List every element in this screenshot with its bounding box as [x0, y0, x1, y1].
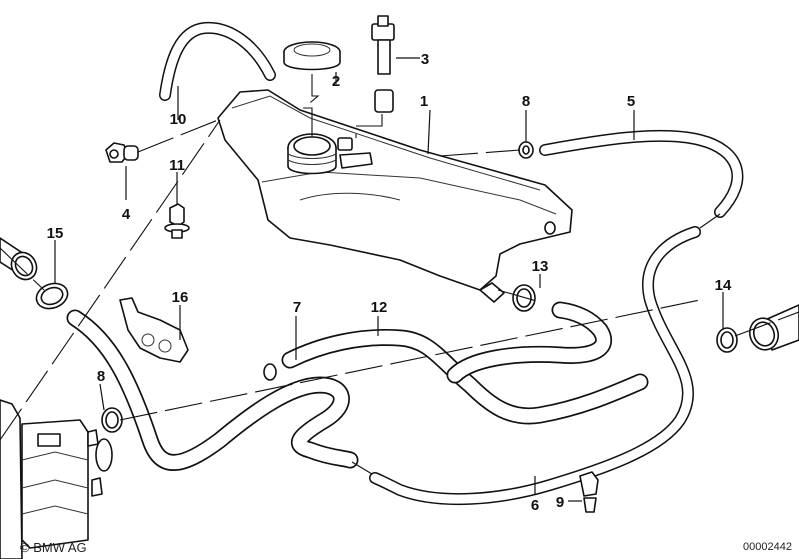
callout-5: 5 — [627, 93, 635, 110]
callout-7: 7 — [293, 299, 301, 316]
hose-clamp-14 — [716, 327, 738, 353]
hose-clip-9 — [579, 471, 599, 513]
callout-3: 3 — [421, 51, 429, 68]
expansion-tank — [217, 89, 573, 303]
callout-2: 2 — [332, 73, 340, 90]
radiator — [0, 399, 113, 559]
callout-4: 4 — [122, 206, 131, 223]
callout-8-top: 8 — [522, 93, 530, 110]
callout-13: 13 — [532, 258, 549, 275]
callouts: 1 2 3 4 5 6 7 8 8 9 10 11 12 13 14 15 16 — [47, 51, 732, 514]
vent-hose-5 — [539, 129, 744, 218]
callout-8-bottom: 8 — [97, 368, 105, 385]
hose-holder — [119, 297, 189, 363]
callout-9: 9 — [556, 494, 564, 511]
callout-11: 11 — [169, 157, 185, 174]
bolt — [105, 142, 139, 163]
coolant-hose-7 — [66, 309, 359, 471]
callout-16: 16 — [172, 289, 189, 306]
radiator-pipe-left — [0, 237, 38, 281]
callout-1: 1 — [420, 93, 428, 110]
leader-lines — [0, 57, 799, 502]
filler-cap — [283, 41, 341, 71]
copyright-notice: © BMW AG — [20, 540, 87, 555]
overflow-hose-10 — [159, 21, 276, 101]
radiator-pipe-right — [748, 304, 799, 351]
vent-hose-6 — [369, 226, 701, 506]
retainer-clip — [164, 203, 190, 239]
hose-clamp-8-top — [518, 141, 534, 159]
coolant-hose-12 — [281, 301, 649, 425]
hose-clamp-15 — [35, 282, 69, 310]
callout-6: 6 — [531, 497, 539, 514]
callout-15: 15 — [47, 225, 64, 242]
callout-12: 12 — [371, 299, 388, 316]
hose-clamp-8-bottom — [101, 407, 123, 433]
callout-10: 10 — [170, 111, 187, 128]
level-sensor — [371, 15, 395, 113]
callout-14: 14 — [715, 277, 732, 294]
diagram-number: 00002442 — [743, 541, 792, 553]
